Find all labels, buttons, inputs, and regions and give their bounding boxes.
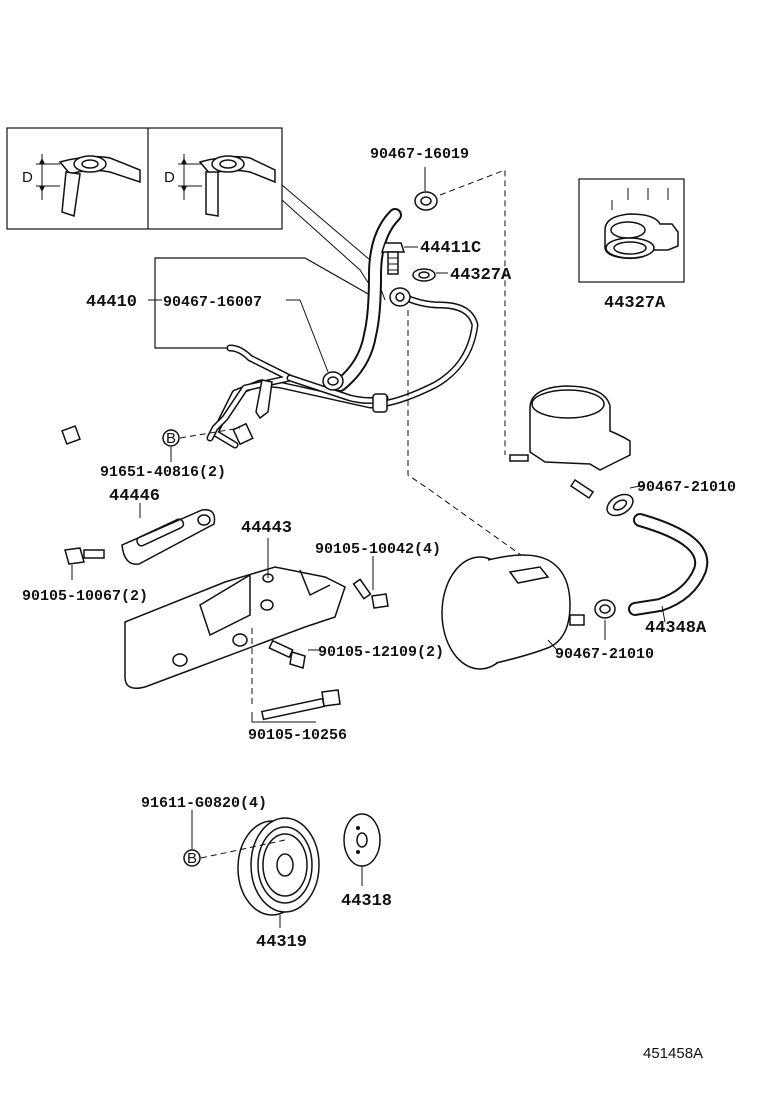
gasket-44327a	[412, 268, 448, 282]
dimension-d-label-2: D	[164, 169, 175, 186]
label-44327a-top: 44327A	[450, 266, 512, 285]
reservoir-tank	[509, 385, 631, 500]
diagram-code: 451458A	[643, 1045, 703, 1062]
reference-b-label-top: B	[166, 430, 176, 447]
label-90467-21010-upper: 90467-21010	[637, 479, 736, 496]
label-90467-16007: 90467-16007	[163, 294, 262, 311]
reference-b-top: B	[162, 427, 241, 462]
label-44443: 44443	[241, 519, 292, 538]
pressure-pipe-assembly	[61, 184, 479, 449]
flange-44318	[343, 813, 381, 886]
bolt-90105-10042	[352, 556, 389, 609]
detail-inset-gasket	[578, 178, 685, 283]
hose-clamp-reservoir	[606, 484, 646, 517]
label-91611-g0820: 91611-G0820(4)	[141, 795, 267, 812]
label-44411c: 44411C	[420, 239, 481, 258]
hose-clamp-top	[414, 167, 438, 211]
label-44410: 44410	[86, 293, 137, 312]
pulley-44319	[237, 817, 320, 928]
label-90467-16019: 90467-16019	[370, 146, 469, 163]
bolt-90105-10256	[251, 628, 341, 723]
label-90467-21010-lower: 90467-21010	[555, 646, 654, 663]
label-44446: 44446	[109, 487, 160, 506]
reference-b-label-bottom: B	[187, 850, 197, 867]
label-90105-12109: 90105-12109(2)	[318, 644, 444, 661]
bracket-44446	[121, 503, 216, 565]
label-91651-40816: 91651-40816(2)	[100, 464, 226, 481]
bracket-44443	[124, 538, 346, 689]
label-44348a: 44348A	[645, 619, 707, 638]
bolt-90105-12109	[268, 639, 320, 669]
return-hose-44348a	[628, 513, 709, 623]
power-steering-pump	[441, 554, 616, 670]
dimension-d-label-1: D	[22, 169, 33, 186]
label-44318: 44318	[341, 892, 392, 911]
label-44327a-box: 44327A	[604, 294, 666, 313]
union-bolt-44411c	[380, 242, 418, 275]
label-90105-10067: 90105-10067(2)	[22, 588, 148, 605]
detail-inset-left: D D	[6, 127, 283, 230]
label-90105-10042: 90105-10042(4)	[315, 541, 441, 558]
reference-b-bottom: B	[183, 810, 286, 867]
label-44319: 44319	[256, 933, 307, 952]
label-90105-10256: 90105-10256	[248, 727, 347, 744]
bolt-90105-10067	[64, 547, 105, 580]
